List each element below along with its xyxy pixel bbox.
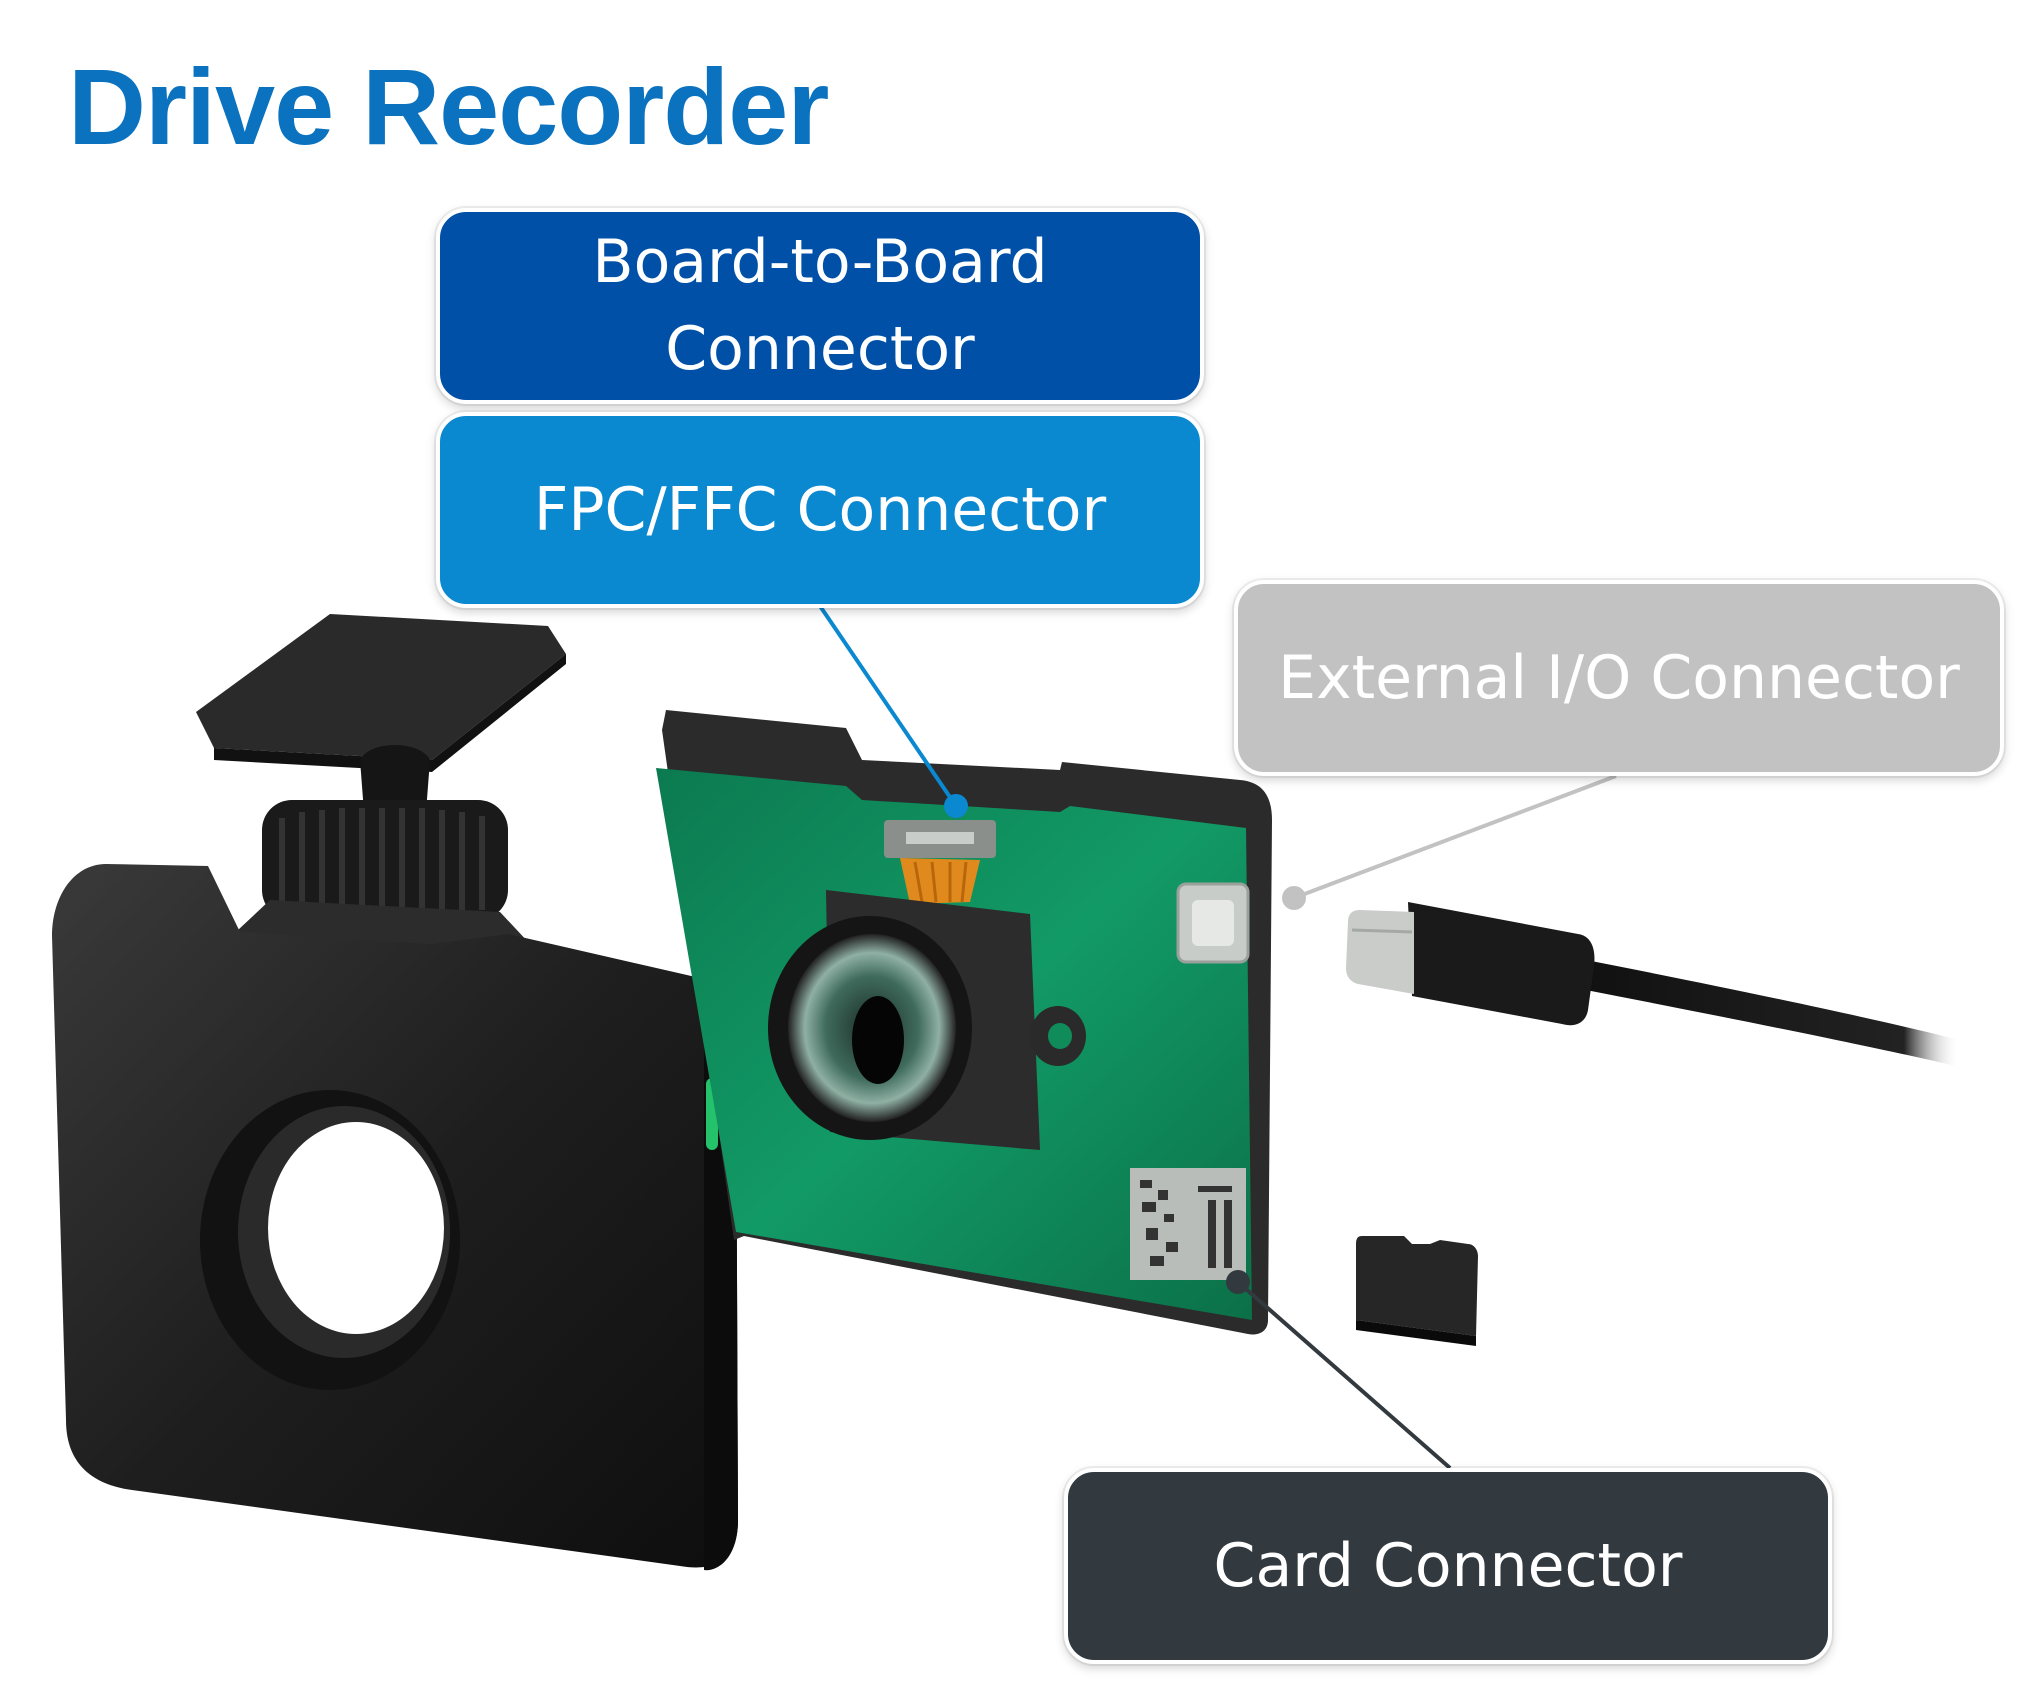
dash-camera-body-icon bbox=[52, 614, 738, 1571]
camera-module-pcb-icon bbox=[656, 710, 1272, 1335]
leader-lines bbox=[818, 604, 1617, 1470]
microsd-card-icon bbox=[1356, 1236, 1478, 1346]
card-connector-label: Card Connector bbox=[1064, 1468, 1832, 1664]
fpc-connector-marker bbox=[944, 794, 968, 818]
page-title: Drive Recorder bbox=[68, 46, 829, 167]
card-connector-marker bbox=[1226, 1270, 1250, 1294]
fpc-ffc-connector-label: FPC/FFC Connector bbox=[436, 412, 1204, 608]
board-to-board-connector-label: Board-to-Board Connector bbox=[436, 208, 1204, 404]
external-io-marker bbox=[1282, 886, 1306, 910]
usb-c-cable-icon bbox=[1346, 902, 1960, 1066]
external-io-connector-label: External I/O Connector bbox=[1234, 580, 2004, 776]
